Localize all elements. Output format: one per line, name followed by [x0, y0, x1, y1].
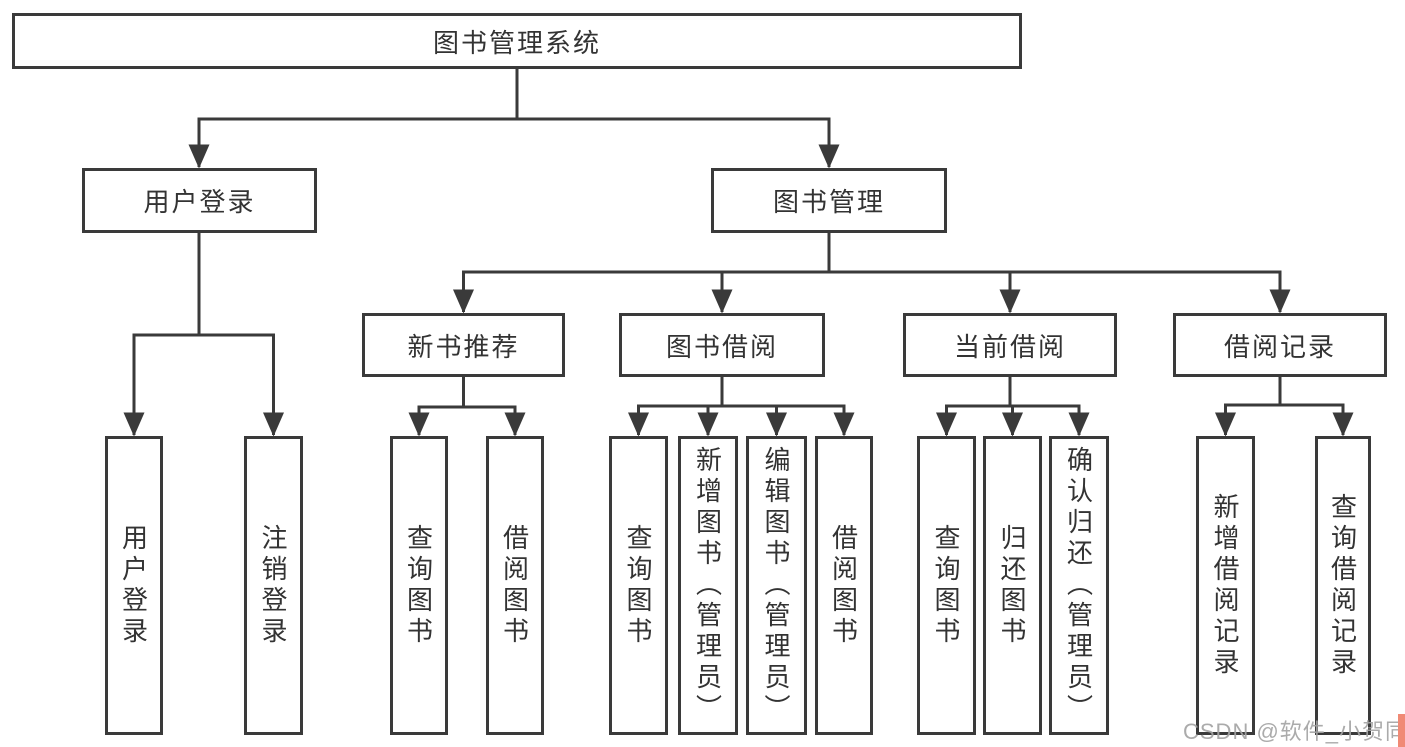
- leaf-confirm-return-admin: 确认归还（管理员）: [1049, 436, 1109, 735]
- leaf-edit-book-admin: 编辑图书（管理员）: [746, 436, 807, 735]
- leaf-current-query-books: 查询图书: [917, 436, 976, 735]
- node-book-borrow: 图书借阅: [619, 313, 825, 377]
- csdn-watermark: CSDN @软件_小贺同学: [1183, 719, 1405, 744]
- node-user-login: 用户登录: [82, 168, 317, 233]
- leaf-query-borrow-record: 查询借阅记录: [1315, 436, 1371, 735]
- corner-strip-decoration: [1398, 714, 1405, 747]
- leaf-recommend-borrow-books: 借阅图书: [486, 436, 544, 735]
- node-current-borrow: 当前借阅: [903, 313, 1117, 377]
- node-new-book-recommend: 新书推荐: [362, 313, 565, 377]
- leaf-add-borrow-record: 新增借阅记录: [1196, 436, 1255, 735]
- leaf-recommend-query-books: 查询图书: [390, 436, 448, 735]
- node-root-system: 图书管理系统: [12, 13, 1022, 69]
- leaf-borrow-query-books: 查询图书: [609, 436, 668, 735]
- leaf-user-login: 用户登录: [105, 436, 163, 735]
- leaf-logout: 注销登录: [244, 436, 303, 735]
- node-borrow-records: 借阅记录: [1173, 313, 1387, 377]
- leaf-borrow-books: 借阅图书: [815, 436, 873, 735]
- leaf-return-book: 归还图书: [983, 436, 1042, 735]
- node-book-management: 图书管理: [711, 168, 947, 233]
- leaf-add-book-admin: 新增图书（管理员）: [678, 436, 738, 735]
